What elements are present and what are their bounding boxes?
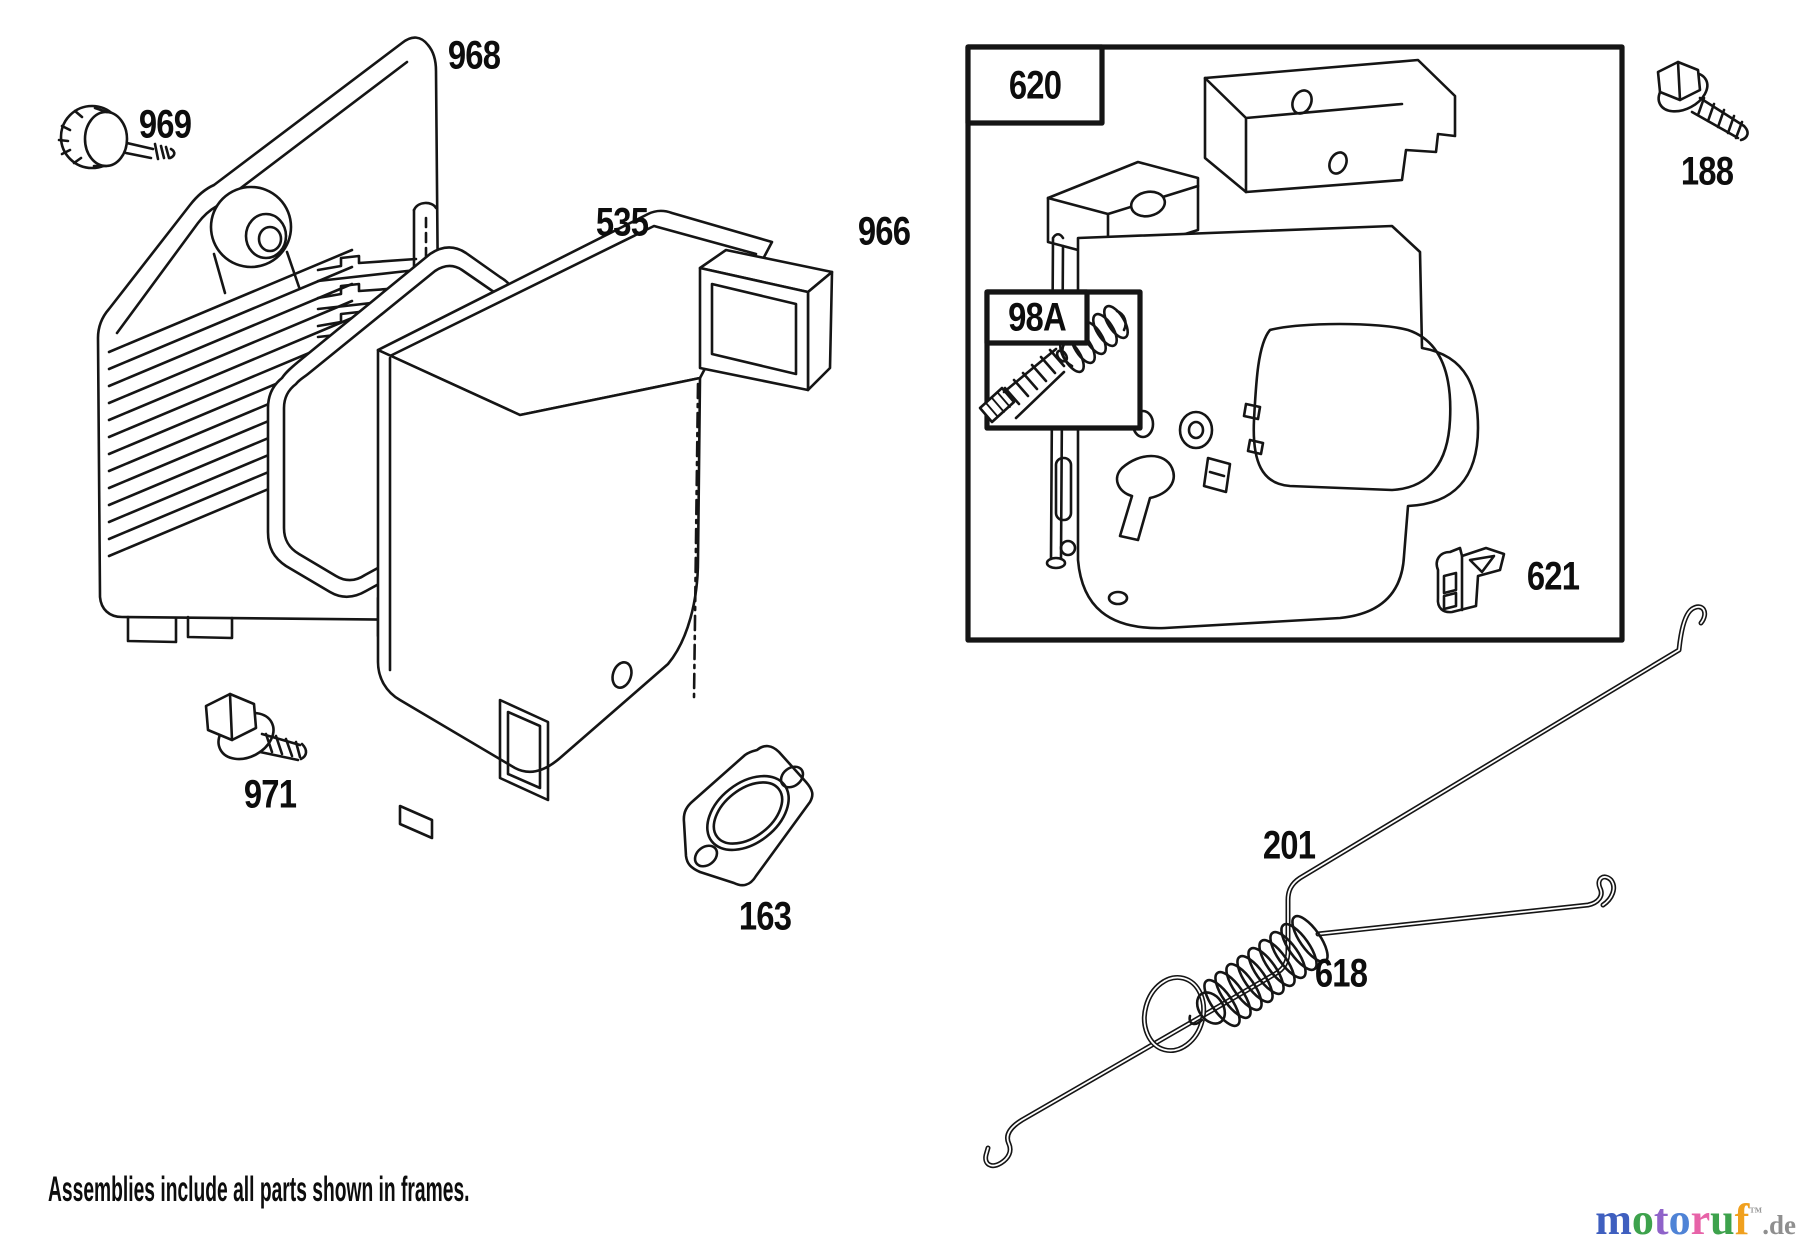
bracket-620-part bbox=[1045, 58, 1480, 630]
watermark-trademark: ™ bbox=[1749, 1204, 1763, 1219]
part-label-201: 201 bbox=[1262, 823, 1316, 868]
part-label-163: 163 bbox=[738, 894, 792, 939]
part-label-968: 968 bbox=[447, 33, 501, 78]
watermark-suffix: .de bbox=[1762, 1210, 1796, 1240]
kit-screw-98A bbox=[978, 347, 1069, 424]
watermark-letter: f bbox=[1734, 1195, 1750, 1244]
bolt-188-drawing bbox=[1656, 60, 1749, 142]
thumbscrew-969-drawing bbox=[57, 104, 176, 170]
watermark-letter: r bbox=[1690, 1195, 1711, 1244]
part-label-535: 535 bbox=[595, 200, 649, 245]
kit-frame-98A-drawing bbox=[978, 289, 1143, 431]
clip-621-drawing bbox=[1435, 546, 1506, 614]
part-label-188: 188 bbox=[1680, 149, 1734, 194]
part-label-620: 620 bbox=[1008, 63, 1062, 108]
watermark-letter: u bbox=[1710, 1195, 1735, 1244]
watermark-letter: t bbox=[1653, 1195, 1669, 1244]
part-label-971: 971 bbox=[243, 772, 297, 817]
gasket-163-drawing bbox=[682, 744, 814, 887]
part-label-618: 618 bbox=[1314, 951, 1368, 996]
assembly-frame-620-drawing bbox=[965, 44, 1625, 643]
guard-966-drawing bbox=[376, 209, 834, 802]
footer-note: Assemblies include all parts shown in fr… bbox=[48, 1170, 470, 1209]
bolt-971-drawing bbox=[204, 692, 308, 762]
watermark-logo: motoruf™.de bbox=[1595, 1194, 1796, 1245]
spring-618-drawing bbox=[1188, 874, 1617, 1028]
part-label-966: 966 bbox=[857, 209, 911, 254]
watermark-letter: o bbox=[1668, 1195, 1691, 1244]
part-label-969: 969 bbox=[138, 102, 192, 147]
watermark-letter: o bbox=[1631, 1195, 1654, 1244]
part-label-621: 621 bbox=[1526, 554, 1580, 599]
watermark-letter: m bbox=[1595, 1195, 1632, 1244]
part-label-98A: 98A bbox=[1008, 295, 1067, 340]
